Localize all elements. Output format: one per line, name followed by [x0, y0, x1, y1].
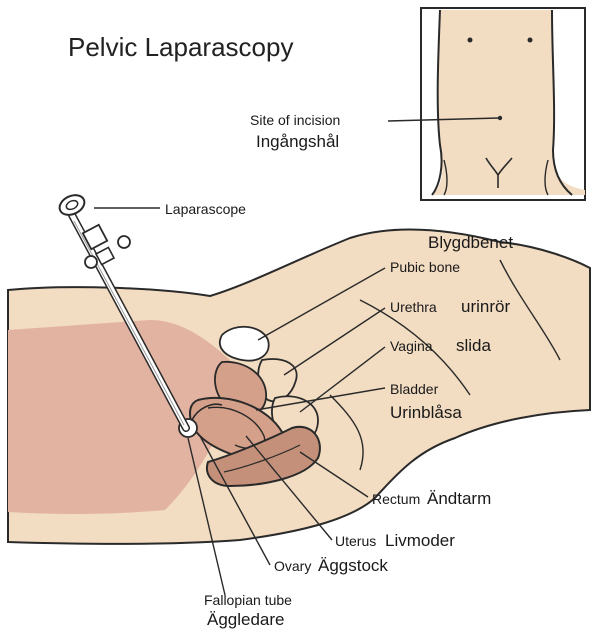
- label-ingangshal: Ingångshål: [256, 132, 339, 152]
- label-uterus: Uterus: [335, 533, 376, 549]
- label-vagina: Vagina: [390, 338, 433, 354]
- label-livmoder: Livmoder: [385, 531, 455, 551]
- label-andtarm: Ändtarm: [427, 489, 491, 509]
- label-urinror: urinrör: [461, 297, 510, 317]
- port-valve-lower: [85, 256, 97, 268]
- label-urinblasa: Urinblåsa: [390, 403, 462, 423]
- label-slida: slida: [456, 336, 491, 356]
- label-fallopian-tube: Fallopian tube: [204, 592, 292, 608]
- label-aggledare: Äggledare: [207, 610, 285, 630]
- label-laparascope: Laparascope: [165, 201, 246, 217]
- label-ovary: Ovary: [274, 558, 311, 574]
- label-bladder: Bladder: [390, 381, 438, 397]
- label-aggstock: Äggstock: [318, 556, 388, 576]
- nipple-right: [528, 38, 533, 43]
- pubic-bone: [220, 327, 269, 361]
- nipple-left: [468, 38, 473, 43]
- page-title: Pelvic Laparascopy: [68, 32, 293, 63]
- port-valve-upper: [118, 236, 130, 248]
- label-site-of-incision: Site of incision: [250, 112, 340, 128]
- label-pubic-bone: Pubic bone: [390, 259, 460, 275]
- label-blygdbenet: Blygdbenet: [428, 233, 513, 253]
- label-rectum: Rectum: [372, 491, 420, 507]
- label-urethra: Urethra: [390, 299, 437, 315]
- pelvis-cross-section: [8, 230, 590, 544]
